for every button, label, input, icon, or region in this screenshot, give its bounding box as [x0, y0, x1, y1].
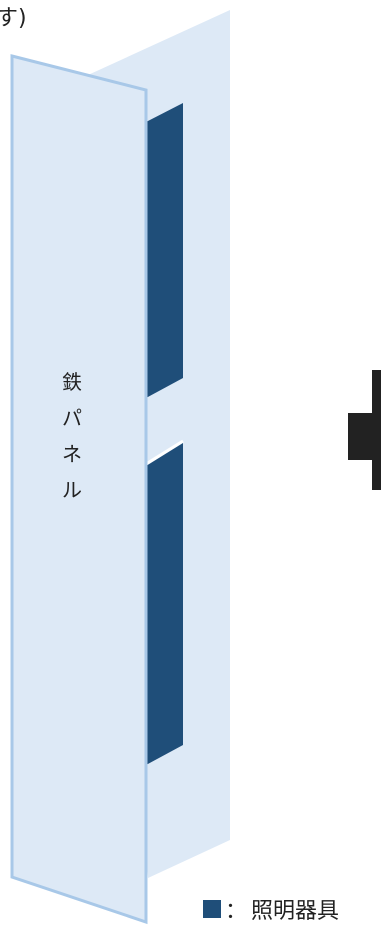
iron-panel-label-char-3: ネ — [62, 442, 82, 466]
iron-panel-front — [10, 54, 148, 925]
legend: ： 照明器具 — [203, 893, 339, 925]
legend-separator: ： — [225, 899, 248, 924]
iron-panel-label-char-1: 鉄 — [62, 370, 82, 394]
iron-panel-label: 鉄 パ ネ ル — [48, 372, 96, 500]
right-arrow-icon — [348, 370, 381, 490]
lighting-fixture-upper — [146, 103, 183, 398]
legend-label: 照明器具 — [251, 899, 340, 924]
fixture-separator — [145, 439, 184, 466]
lighting-fixture-lower — [146, 443, 183, 765]
corner-text: す) — [0, 6, 27, 31]
square-swatch-icon — [203, 900, 221, 918]
iron-panel-label-char-4: ル — [62, 478, 82, 502]
iron-panel-label-char-2: パ — [62, 406, 82, 430]
